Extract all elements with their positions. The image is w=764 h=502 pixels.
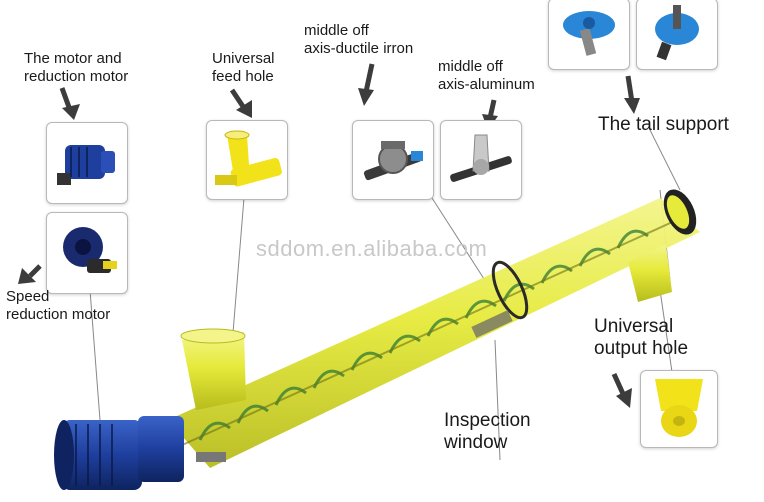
label-inspection-window: Inspection window <box>444 410 531 454</box>
label-tail-support: The tail support <box>598 114 729 135</box>
card-feed-hole <box>206 120 288 200</box>
feed-hole-icon <box>215 130 282 187</box>
arrow-icon <box>229 88 252 118</box>
motor-icon <box>63 227 117 273</box>
card-tail-support-1 <box>548 0 630 70</box>
card-output-hole <box>640 370 718 448</box>
label-ductile-irron: middle off axis-ductile irron <box>304 22 414 57</box>
card-motor <box>46 122 128 204</box>
pointer-arrows <box>18 63 640 408</box>
card-speed-motor <box>46 212 128 294</box>
tail-support-icon <box>655 5 699 61</box>
bearing-icon <box>450 134 512 182</box>
label-motor: The motor and reduction motor <box>24 50 129 85</box>
arrow-icon <box>59 87 80 120</box>
arrow-icon <box>358 63 375 106</box>
arrow-icon <box>18 264 42 284</box>
label-feed-hole: Universal feed hole <box>212 50 275 85</box>
label-speed-motor: Speed reduction motor <box>6 288 111 323</box>
label-aluminum: middle off axis-aluminum <box>438 58 535 93</box>
card-tail-support-2 <box>636 0 718 70</box>
card-ductile-irron <box>352 120 434 200</box>
arrow-icon <box>624 75 640 114</box>
watermark: sddom.en.alibaba.com <box>256 236 488 261</box>
tail-support-icon <box>563 11 615 56</box>
drive-motor <box>54 416 184 490</box>
arrow-icon <box>611 372 632 408</box>
output-hole-icon <box>655 379 703 437</box>
conveyor-tube <box>168 189 700 468</box>
label-output-hole: Universal output hole <box>594 316 689 360</box>
bearing-icon <box>363 141 423 181</box>
card-aluminum <box>440 120 522 200</box>
motor-icon <box>57 145 115 185</box>
